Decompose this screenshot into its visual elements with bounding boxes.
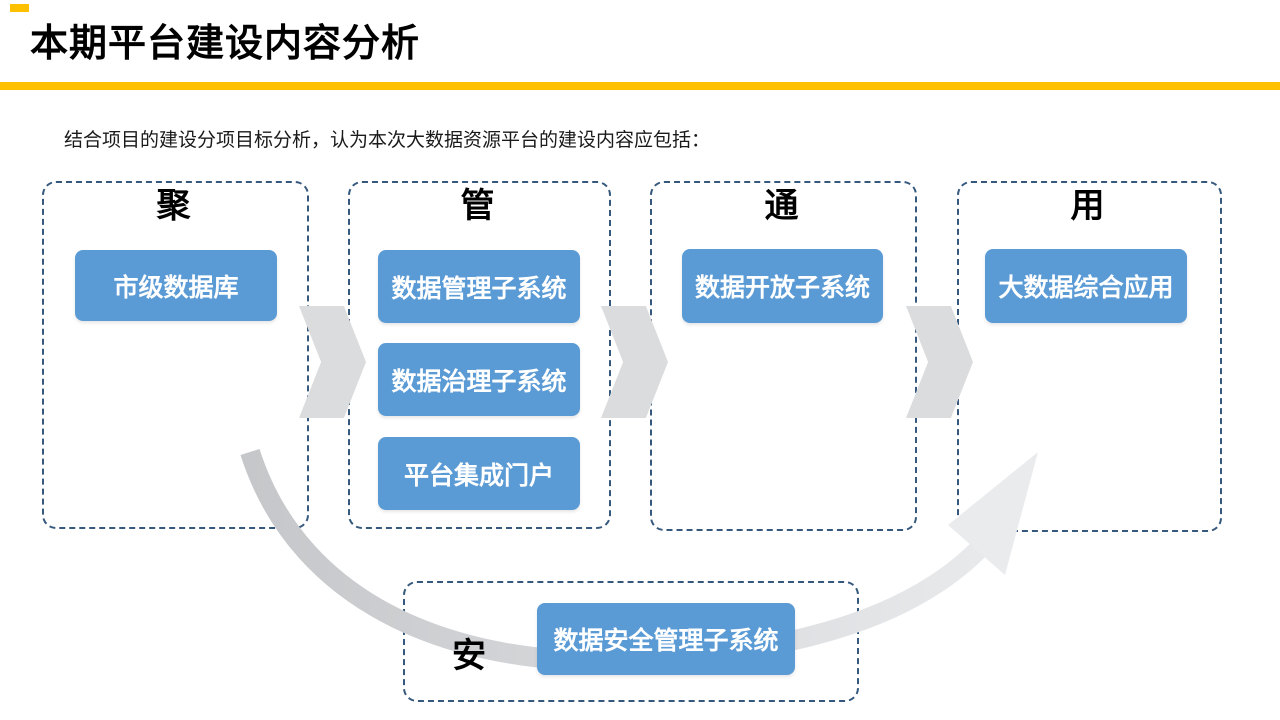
group-box-tong: [650, 181, 917, 531]
node-data-open: 数据开放子系统: [682, 249, 883, 323]
intro-text: 结合项目的建设分项目标分析，认为本次大数据资源平台的建设内容应包括：: [64, 130, 711, 151]
group-box-yong: [957, 181, 1222, 532]
title-divider: [0, 82, 1280, 90]
node-bigdata-app: 大数据综合应用: [985, 249, 1187, 323]
node-data-security: 数据安全管理子系统: [537, 603, 795, 675]
group-label-ju: 聚: [156, 187, 191, 225]
group-label-tong: 通: [764, 187, 799, 225]
group-label-guan: 管: [460, 187, 495, 225]
node-city-database: 市级数据库: [75, 250, 277, 321]
group-label-an: 安: [452, 637, 486, 675]
node-platform-portal: 平台集成门户: [378, 437, 580, 510]
corner-accent-bar: [10, 4, 29, 12]
page-title: 本期平台建设内容分析: [30, 23, 421, 65]
node-data-governance: 数据治理子系统: [378, 343, 580, 416]
group-label-yong: 用: [1070, 187, 1105, 225]
node-data-management: 数据管理子系统: [378, 250, 580, 323]
group-box-ju: [42, 181, 309, 529]
